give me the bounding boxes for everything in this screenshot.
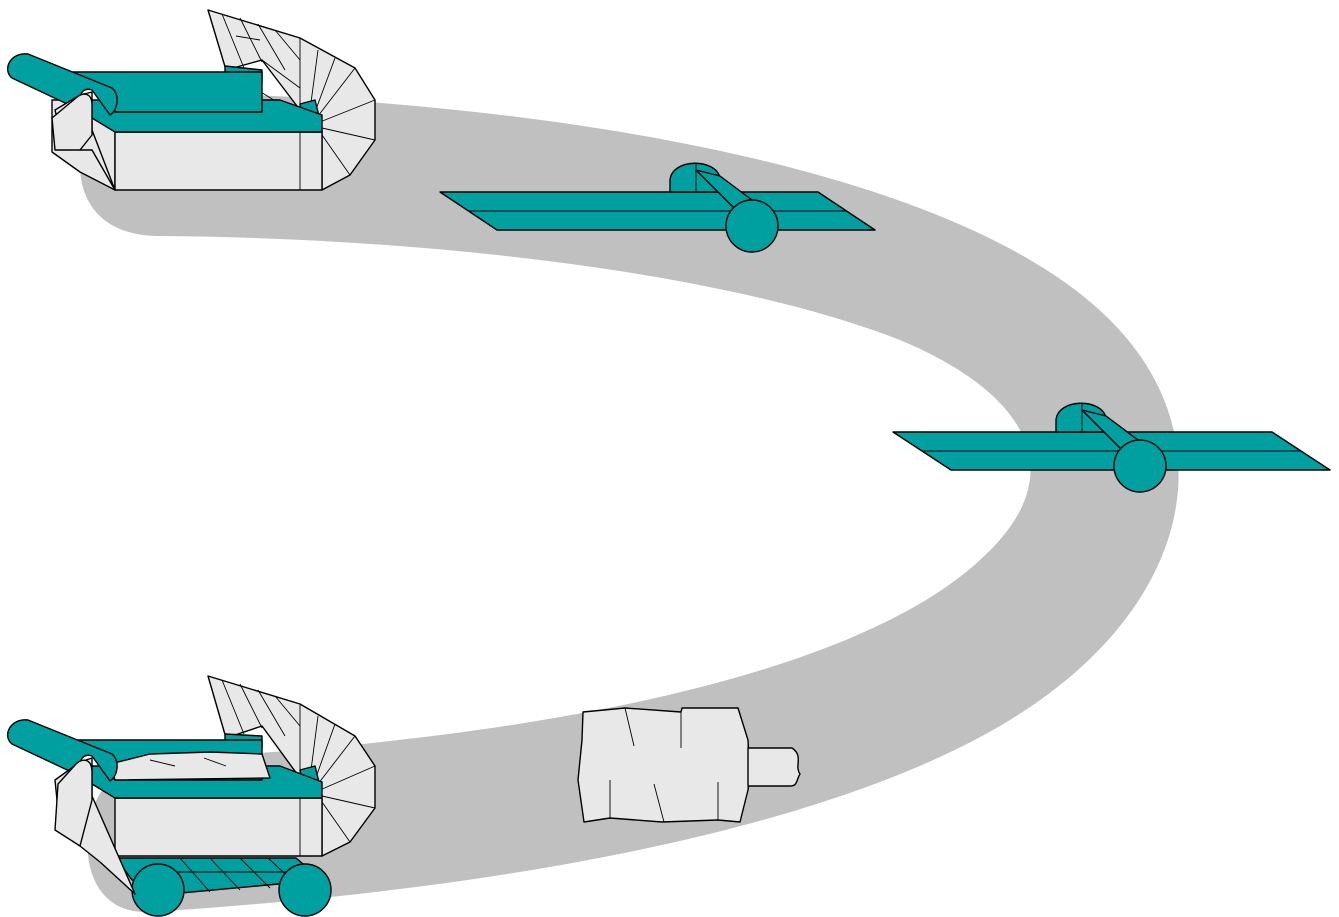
satellite-icon <box>892 402 1331 493</box>
processing-machine-with-wheels-icon <box>7 675 376 917</box>
satellite-icon <box>439 162 876 253</box>
orbit-path <box>80 92 1179 913</box>
processing-machine-icon <box>7 9 376 191</box>
crumpled-cylinder-icon <box>577 707 801 823</box>
